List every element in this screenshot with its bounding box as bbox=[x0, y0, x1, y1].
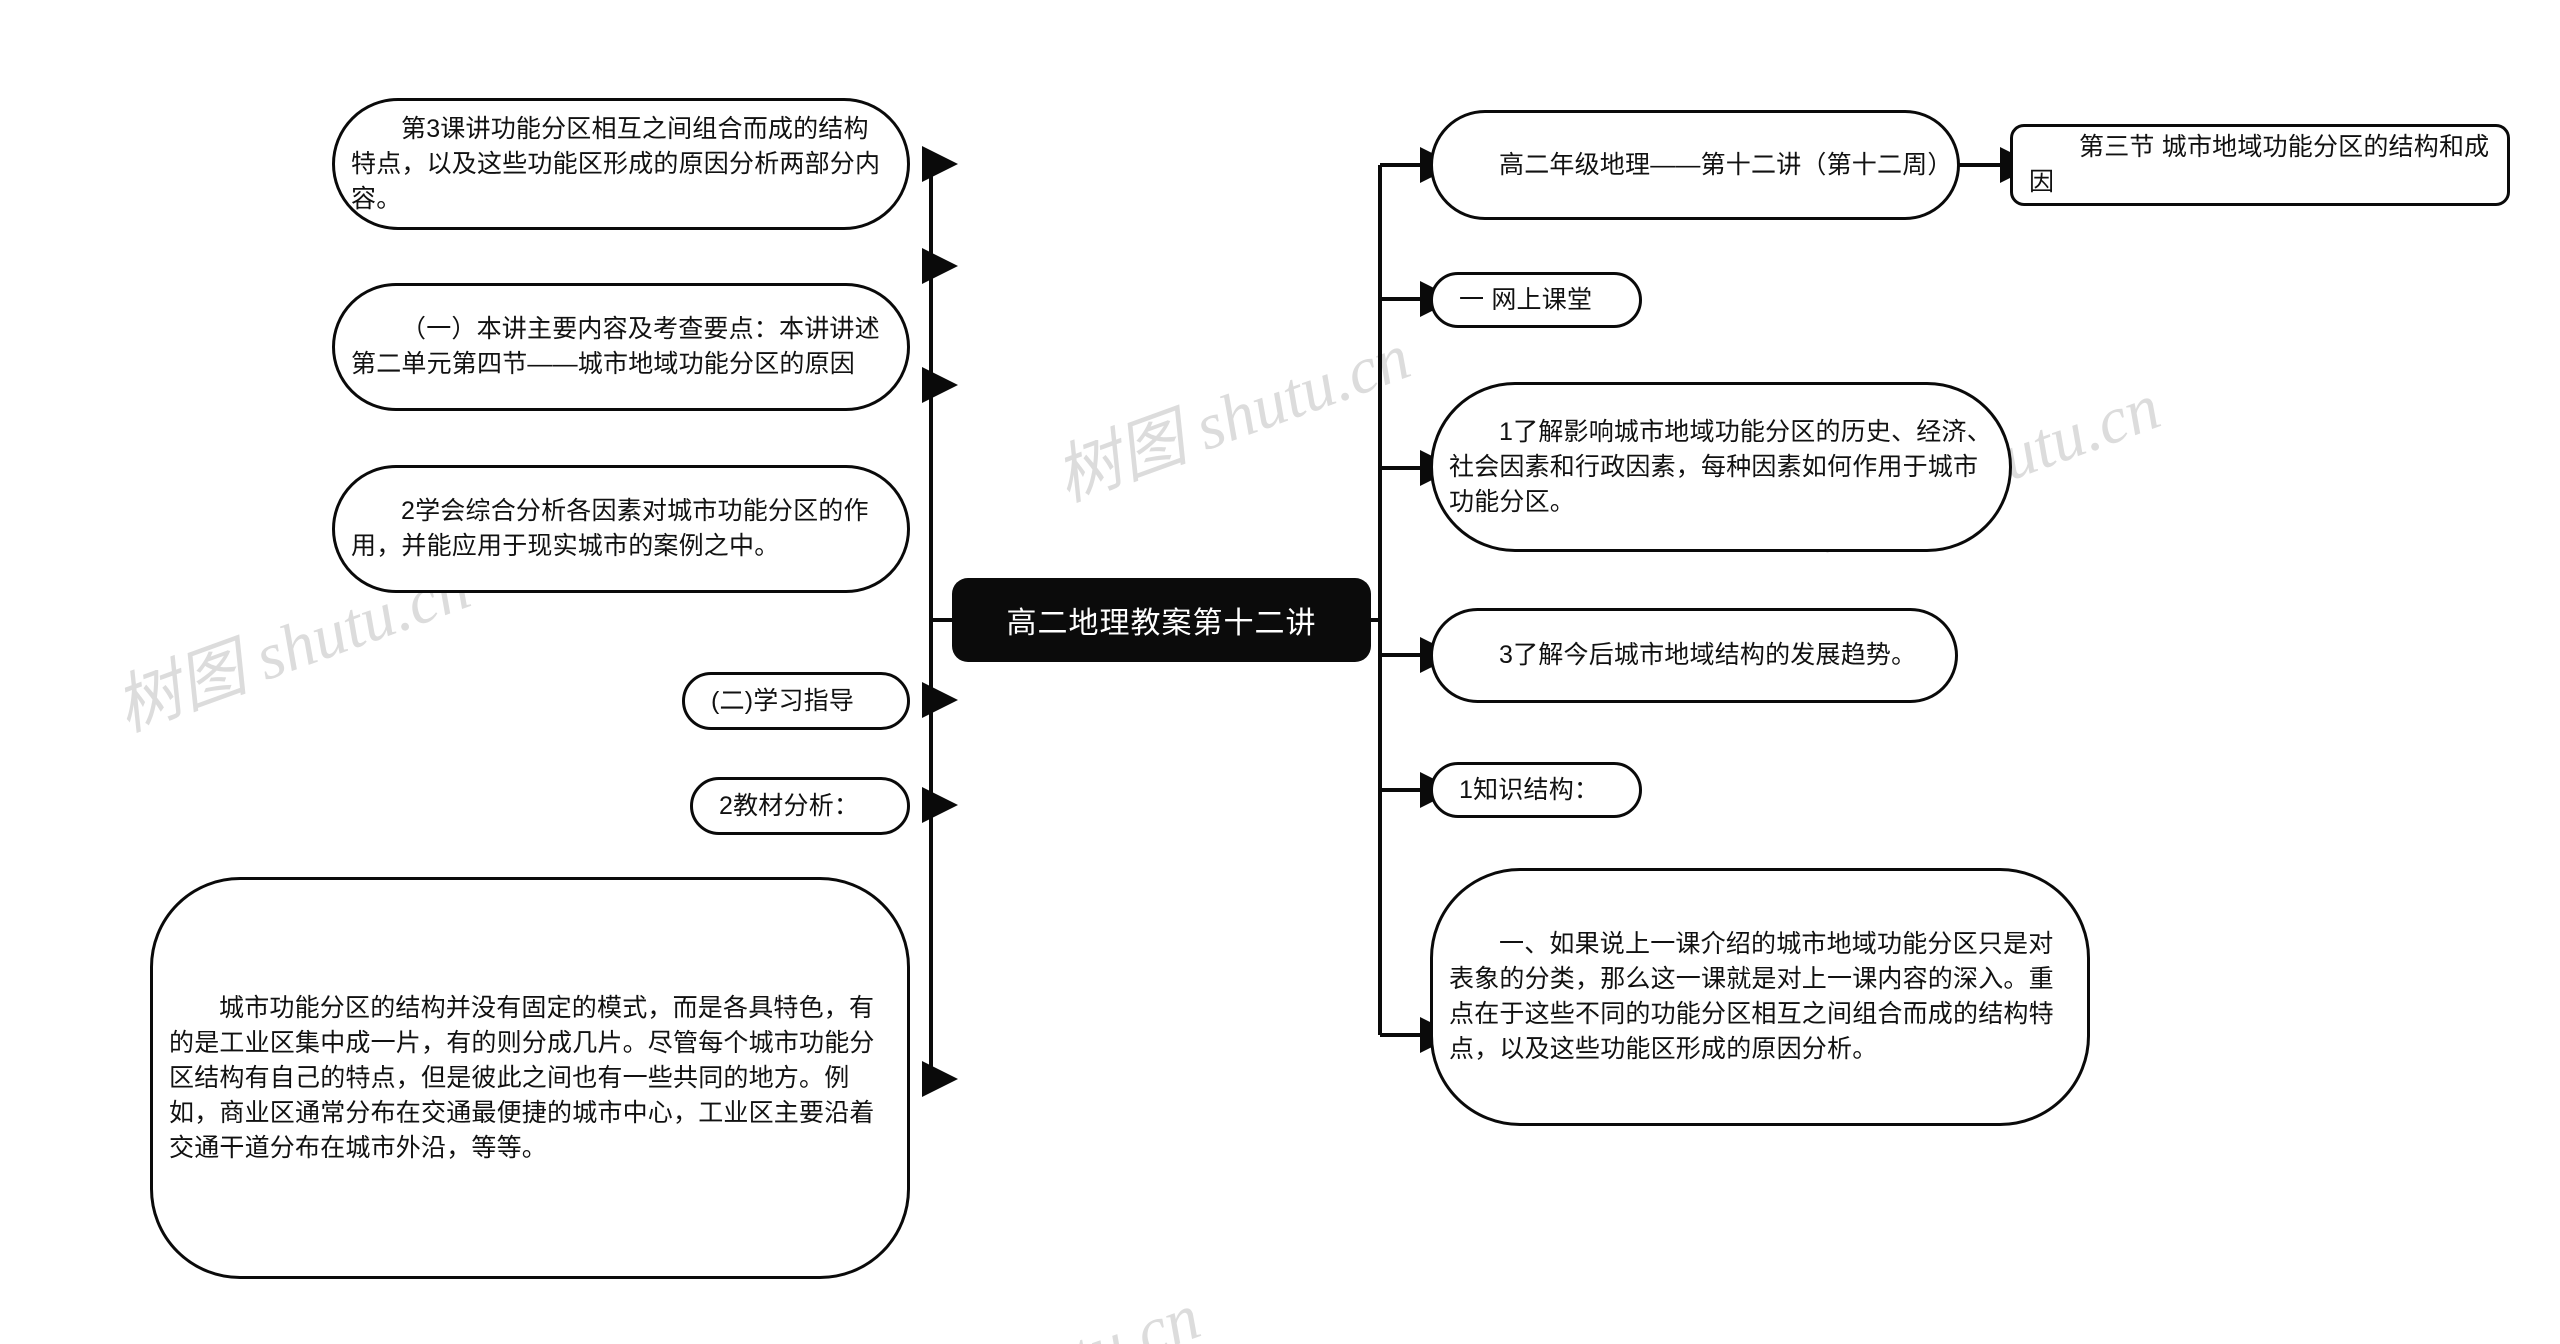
left-node-4-label: (二)学习指导 bbox=[711, 686, 855, 715]
right-node-3[interactable]: 1了解影响城市地域功能分区的历史、经济、社会因素和行政因素，每种因素如何作用于城… bbox=[1430, 382, 2012, 552]
right-node-1[interactable]: 高二年级地理——第十二讲（第十二周） bbox=[1430, 110, 1960, 220]
root-node-label: 高二地理教案第十二讲 bbox=[1006, 607, 1317, 640]
left-node-5[interactable]: 2教材分析： bbox=[690, 777, 910, 835]
right-node-3-label: 1了解影响城市地域功能分区的历史、经济、社会因素和行政因素，每种因素如何作用于城… bbox=[1449, 417, 1992, 516]
right-node-4-label: 3了解今后城市地域结构的发展趋势。 bbox=[1499, 641, 1917, 669]
right-node-6-label: 一、如果说上一课介绍的城市地域功能分区只是对表象的分类，那么这一课就是对上一课内… bbox=[1449, 930, 2054, 1063]
left-node-5-label: 2教材分析： bbox=[719, 791, 860, 820]
left-node-3-label: 2学会综合分析各因素对城市功能分区的作用，并能应用于现实城市的案例之中。 bbox=[351, 497, 869, 560]
far-right-node-1[interactable]: 第三节 城市地域功能分区的结构和成因 bbox=[2010, 124, 2510, 206]
left-node-6[interactable]: 城市功能分区的结构并没有固定的模式，而是各具特色，有的是工业区集中成一片，有的则… bbox=[150, 877, 910, 1279]
left-node-2[interactable]: （一）本讲主要内容及考查要点：本讲讲述第二单元第四节——城市地域功能分区的原因 bbox=[332, 283, 910, 411]
left-node-1[interactable]: 第3课讲功能分区相互之间组合而成的结构特点，以及这些功能区形成的原因分析两部分内… bbox=[332, 98, 910, 230]
left-node-2-label: （一）本讲主要内容及考查要点：本讲讲述第二单元第四节——城市地域功能分区的原因 bbox=[351, 315, 880, 378]
right-node-5[interactable]: 1知识结构： bbox=[1430, 762, 1642, 818]
right-node-5-label: 1知识结构： bbox=[1459, 775, 1600, 804]
watermark-bottom: 树图 shutu.cn bbox=[830, 1263, 1211, 1344]
right-node-2-label: 一 网上课堂 bbox=[1459, 285, 1593, 314]
right-node-2[interactable]: 一 网上课堂 bbox=[1430, 272, 1642, 328]
left-node-1-label: 第3课讲功能分区相互之间组合而成的结构特点，以及这些功能区形成的原因分析两部分内… bbox=[351, 114, 881, 213]
watermark-center-top: 树图 shutu.cn bbox=[1046, 320, 1420, 516]
right-node-4[interactable]: 3了解今后城市地域结构的发展趋势。 bbox=[1430, 608, 1958, 703]
right-node-6[interactable]: 一、如果说上一课介绍的城市地域功能分区只是对表象的分类，那么这一课就是对上一课内… bbox=[1430, 868, 2090, 1126]
right-node-1-label: 高二年级地理——第十二讲（第十二周） bbox=[1499, 150, 1953, 179]
left-node-4[interactable]: (二)学习指导 bbox=[682, 672, 910, 730]
root-node[interactable]: 高二地理教案第十二讲 bbox=[952, 578, 1371, 662]
left-node-3[interactable]: 2学会综合分析各因素对城市功能分区的作用，并能应用于现实城市的案例之中。 bbox=[332, 465, 910, 593]
far-right-node-1-label: 第三节 城市地域功能分区的结构和成因 bbox=[2029, 133, 2490, 196]
left-node-6-label: 城市功能分区的结构并没有固定的模式，而是各具特色，有的是工业区集中成一片，有的则… bbox=[169, 993, 875, 1162]
